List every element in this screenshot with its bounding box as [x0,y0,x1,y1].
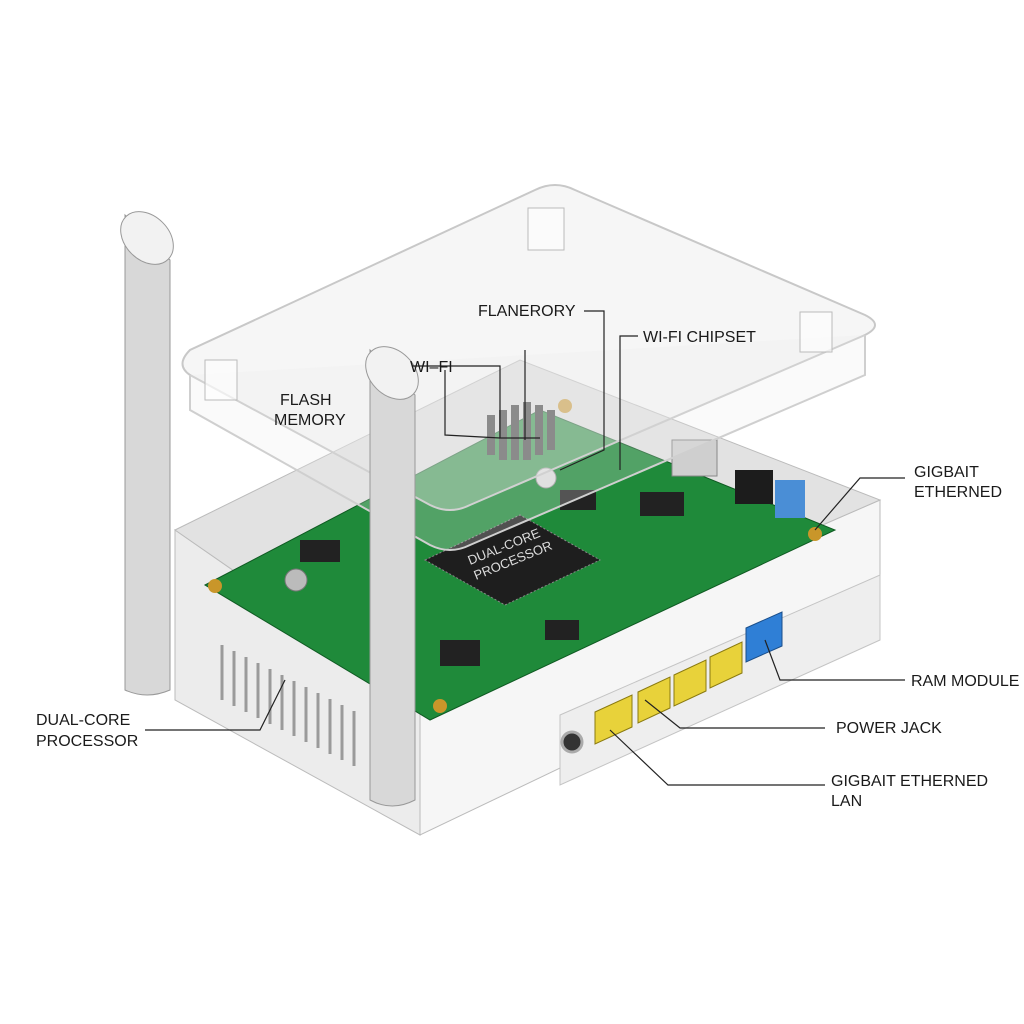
ic-chip [545,620,579,640]
lan-port-1 [594,694,633,745]
ic-chip [300,540,340,562]
front-ports [559,574,881,786]
mount-hole [558,399,572,413]
label-wifi-chipset: WI-FI CHIPSET [643,329,756,346]
label-gigbait-lan-line1: GIGBAIT ETHERNED [831,773,988,790]
ic-chip [640,492,684,516]
leader-lines [145,310,905,786]
lan-port-4 [709,641,743,689]
capacitor [535,467,557,489]
lan-port-2 [637,676,671,724]
label-gigbait-line2: ETHERNED [914,484,1002,501]
label-gigbait-lan-line2: LAN [831,793,862,810]
label-dual-core-line2: PROCESSOR [36,733,138,750]
mount-hole [208,579,222,593]
rear-port [775,480,805,518]
label-power-jack: POWER JACK [836,720,942,737]
power-jack [560,730,584,754]
lan-port-3 [673,659,707,707]
mount-hole [808,527,822,541]
antenna-left [120,211,174,696]
wan-port [745,611,783,663]
capacitor [284,568,308,592]
heatsink [487,402,555,460]
label-gigbait-line1: GIGBAIT [914,464,979,481]
mount-hole [433,699,447,713]
pcb-board: DUAL-CORE PROCESSOR [203,399,837,721]
lid-clip [799,311,833,353]
rear-port [735,470,773,504]
label-flash-memory-line2: MEMORY [274,412,346,429]
antenna-right [365,346,419,807]
label-ram-module: RAM MODULE [911,673,1019,690]
label-wifi: WI–FI [410,359,453,376]
lid-clip [204,359,238,401]
rear-port [671,439,718,477]
lid-clip [527,207,565,251]
transparent-lid [181,184,876,551]
label-dual-core-line1: DUAL-CORE [36,712,130,729]
label-flash-memory-line1: FLASH [280,392,332,409]
ic-chip [440,640,480,666]
label-flanerory: FLANERORY [478,303,576,320]
vent-slots [220,645,356,766]
